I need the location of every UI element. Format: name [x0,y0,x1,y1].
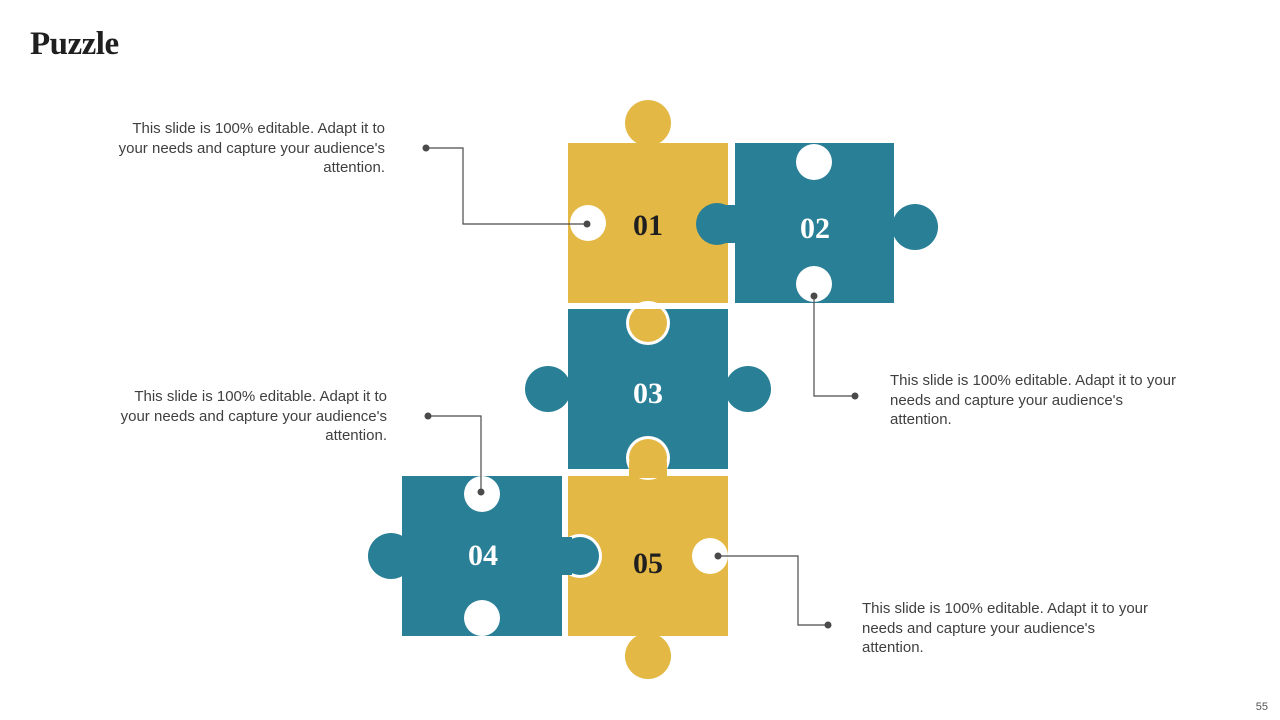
puzzle-piece-01[interactable] [568,100,728,303]
connector-line-01 [426,147,587,225]
piece-number-05: 05 [633,547,663,580]
callout-text-01: This slide is 100% editable. Adapt it to… [118,120,385,176]
callout-text-05: This slide is 100% editable. Adapt it to… [862,600,1148,656]
slide-title: Puzzle [30,26,119,62]
connector-line-02 [813,296,855,397]
callout-text-02: This slide is 100% editable. Adapt it to… [890,372,1176,428]
connector-dot-01a [422,144,430,152]
connector-dot-01b [583,220,591,228]
page-number: 55 [1255,701,1268,713]
piece-number-02: 02 [800,212,830,245]
connector-dot-02b [851,392,859,400]
piece-number-04: 04 [468,539,498,572]
connector-dot-04a [424,412,432,420]
piece-number-03: 03 [633,377,663,410]
connector-line-04 [428,415,482,492]
connector-dot-05b [824,621,832,629]
connector-dot-05a [714,552,722,560]
connector-dot-04b [477,488,485,496]
callout-text-04: This slide is 100% editable. Adapt it to… [120,388,387,444]
connector-dot-02a [810,292,818,300]
puzzle-piece-04[interactable] [368,476,562,636]
connector-line-05 [718,555,828,626]
piece-number-01: 01 [633,209,663,242]
